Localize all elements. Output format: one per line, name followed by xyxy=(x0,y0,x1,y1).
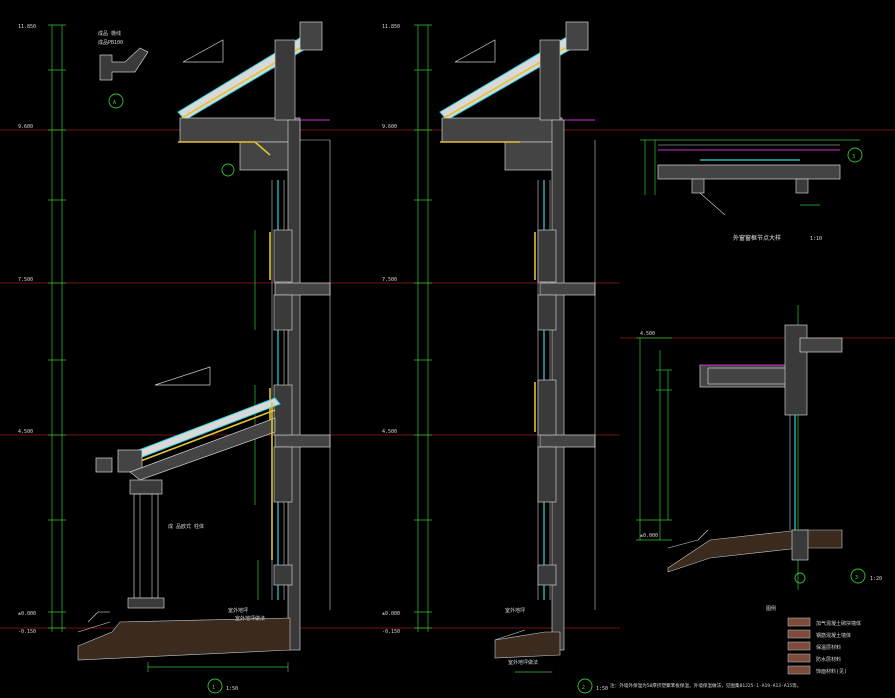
elevation-label: ±0.000 xyxy=(18,611,36,617)
elevation-label: 11.850 xyxy=(18,24,36,30)
elevation-label: 4.500 xyxy=(382,429,397,435)
detail-a-note: 成品PB100 xyxy=(98,39,123,46)
elevation-label: -0.150 xyxy=(18,629,36,635)
detail-window-frame: 3 外窗窗框节点大样 1:10 xyxy=(640,139,863,242)
legend-title: 图例 xyxy=(766,605,776,612)
section-3-number: 3 xyxy=(855,575,858,581)
elevation-label: -0.150 xyxy=(382,629,400,635)
elevation-label: 11.850 xyxy=(382,24,400,30)
elevation-label: 9.600 xyxy=(18,124,33,130)
section-1-scale: 1:50 xyxy=(226,686,238,692)
legend-item: 饰面材料(见) xyxy=(816,668,847,675)
legend-item: 防水层材料 xyxy=(816,656,841,663)
detail-scale: 1:10 xyxy=(810,236,822,242)
section-1-number: 1 xyxy=(212,685,215,691)
section-2-number: 2 xyxy=(582,685,585,691)
section-1: 11.850 9.600 7.500 4.500 ±0.000 -0.150 成… xyxy=(18,21,331,694)
elevation-label: ±0.000 xyxy=(382,611,400,617)
section-2: 11.850 9.600 7.500 4.500 ±0.000 -0.150 室… xyxy=(382,21,608,694)
elevation-label: 7.500 xyxy=(382,277,397,283)
elevation-label: 4.500 xyxy=(18,429,33,435)
elevation-label: 4.500 xyxy=(640,331,655,337)
column-note: 成 品欧式 柱体 xyxy=(168,523,204,530)
ground-note: 室外地坪 xyxy=(505,607,525,614)
elevation-label: ±0.000 xyxy=(640,533,658,539)
legend-item: 保温层材料 xyxy=(816,644,841,651)
detail-a-note: 成品 檐线 xyxy=(98,30,121,37)
legend-item: 钢筋混凝土墙体 xyxy=(816,632,851,639)
section-3-scale: 1:20 xyxy=(870,576,882,582)
legend-item: 加气混凝土砌块墙体 xyxy=(816,620,861,627)
elevation-label: 7.500 xyxy=(18,277,33,283)
section-3-ref: 3 xyxy=(852,154,855,160)
ground-note: 室外地坪做法 xyxy=(235,615,265,622)
callout-a: A xyxy=(113,100,116,106)
section-2-scale: 1:50 xyxy=(596,686,608,692)
elevation-label: 9.600 xyxy=(382,124,397,130)
ground-note: 室外地坪 xyxy=(228,607,248,614)
detail-title: 外窗窗框节点大样 xyxy=(733,234,781,242)
footnote: 注：外墙外保温为50厚挤塑聚苯板保温，外墙保温做法，见图集01J25-1-A19… xyxy=(610,682,801,689)
ground-note: 室外地坪做法 xyxy=(508,659,538,666)
legend: 图例 加气混凝土砌块墙体 钢筋混凝土墙体 保温层材料 防水层材料 饰面材料(见)… xyxy=(610,605,861,689)
section-3: 4.500 ±0.000 3 1:20 xyxy=(636,305,882,590)
